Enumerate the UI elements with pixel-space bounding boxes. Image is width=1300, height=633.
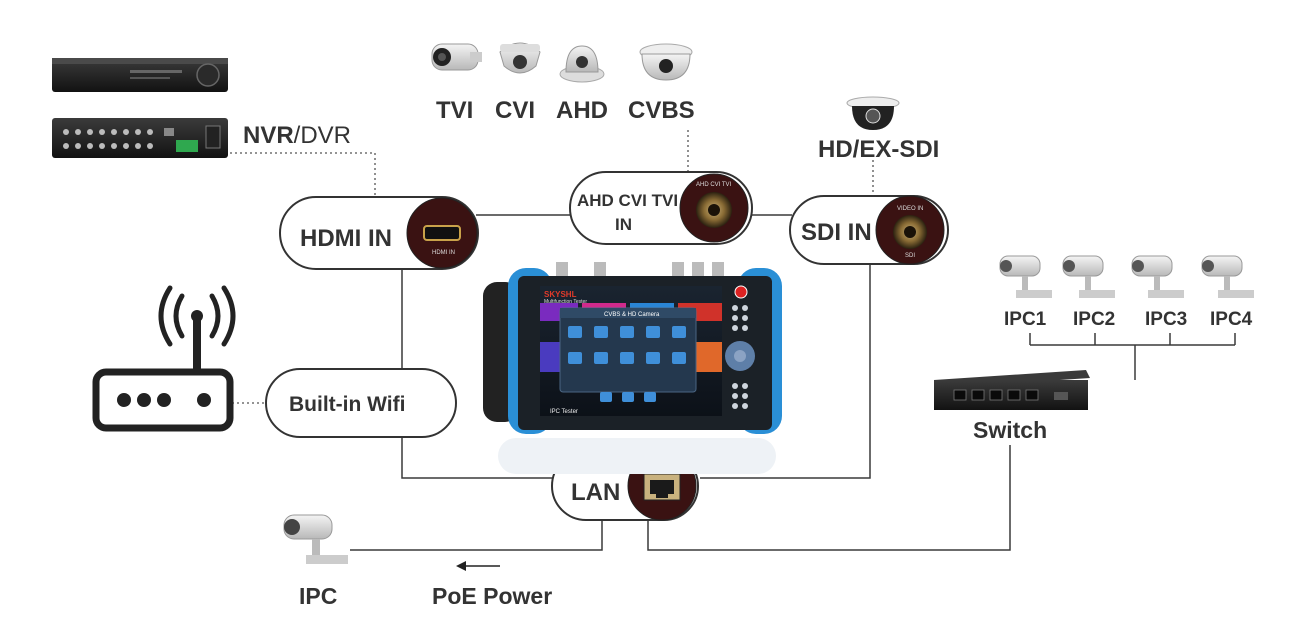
hdmi-port-caption: HDMI IN xyxy=(432,250,455,256)
sdi-port-caption: VIDEO IN xyxy=(897,206,923,212)
cvbs-label: CVBS xyxy=(628,97,695,124)
ipc-label: IPC xyxy=(299,583,337,609)
analog-in-pill: AHD CVI TVI xyxy=(569,171,753,245)
ipc-camera-icon xyxy=(283,514,348,564)
analog-in-label-line1: AHD CVI TVI xyxy=(577,191,678,210)
analog-in-label-line2: IN xyxy=(615,215,632,234)
tvi-label: TVI xyxy=(436,97,473,124)
sdi-in-pill: VIDEO IN SDI xyxy=(789,195,949,265)
tester-bottom-label: IPC Tester xyxy=(550,409,578,415)
switch-label: Switch xyxy=(973,417,1047,443)
ipc1-camera-icon xyxy=(999,255,1052,298)
poe-power-label: PoE Power xyxy=(432,583,552,609)
network-switch-icon xyxy=(934,370,1090,410)
sdi-in-label: SDI IN xyxy=(801,219,872,246)
ipc1-label: IPC1 xyxy=(1004,309,1047,330)
tester-brand: SKYSHL xyxy=(544,290,577,299)
ipc3-label: IPC3 xyxy=(1145,309,1187,330)
wifi-pill xyxy=(265,368,457,438)
router-icon xyxy=(92,285,236,432)
tester-subtitle: Multifunction Tester xyxy=(544,299,587,305)
ahd-label: AHD xyxy=(556,97,608,124)
cvi-camera-icon xyxy=(499,42,541,74)
hdmi-in-pill: HDMI IN xyxy=(279,196,479,270)
ipc4-label: IPC4 xyxy=(1210,309,1253,330)
dotted-links xyxy=(230,130,874,404)
dvr-device xyxy=(52,118,228,158)
nvr-device xyxy=(52,58,228,92)
poe-arrow xyxy=(456,561,500,571)
sdi-port-subcaption: SDI xyxy=(905,253,915,259)
wifi-label: Built-in Wifi xyxy=(289,393,405,416)
lan-label: LAN xyxy=(571,479,620,506)
nvr-label: NVR/DVR xyxy=(243,122,351,149)
cvi-label: CVI xyxy=(495,97,535,124)
sdi-camera-icon xyxy=(846,96,900,130)
ipc2-label: IPC2 xyxy=(1073,309,1115,330)
tester-dialog-title: CVBS & HD Camera xyxy=(604,312,660,318)
ipc3-camera-icon xyxy=(1131,255,1184,298)
connection-lines xyxy=(350,214,1236,551)
ahd-camera-icon xyxy=(559,45,605,83)
analog-port-caption: AHD CVI TVI xyxy=(696,182,732,188)
ipc4-camera-icon xyxy=(1201,255,1254,298)
tvi-camera-icon xyxy=(431,43,482,71)
hdmi-in-label: HDMI IN xyxy=(300,225,392,252)
cvbs-camera-icon xyxy=(639,43,693,81)
hd-ex-sdi-label: HD/EX-SDI xyxy=(818,136,939,163)
ipc-tester-device: SKYSHL Multifunction Tester CVBS & HD Ca… xyxy=(483,262,782,474)
ipc2-camera-icon xyxy=(1062,255,1115,298)
